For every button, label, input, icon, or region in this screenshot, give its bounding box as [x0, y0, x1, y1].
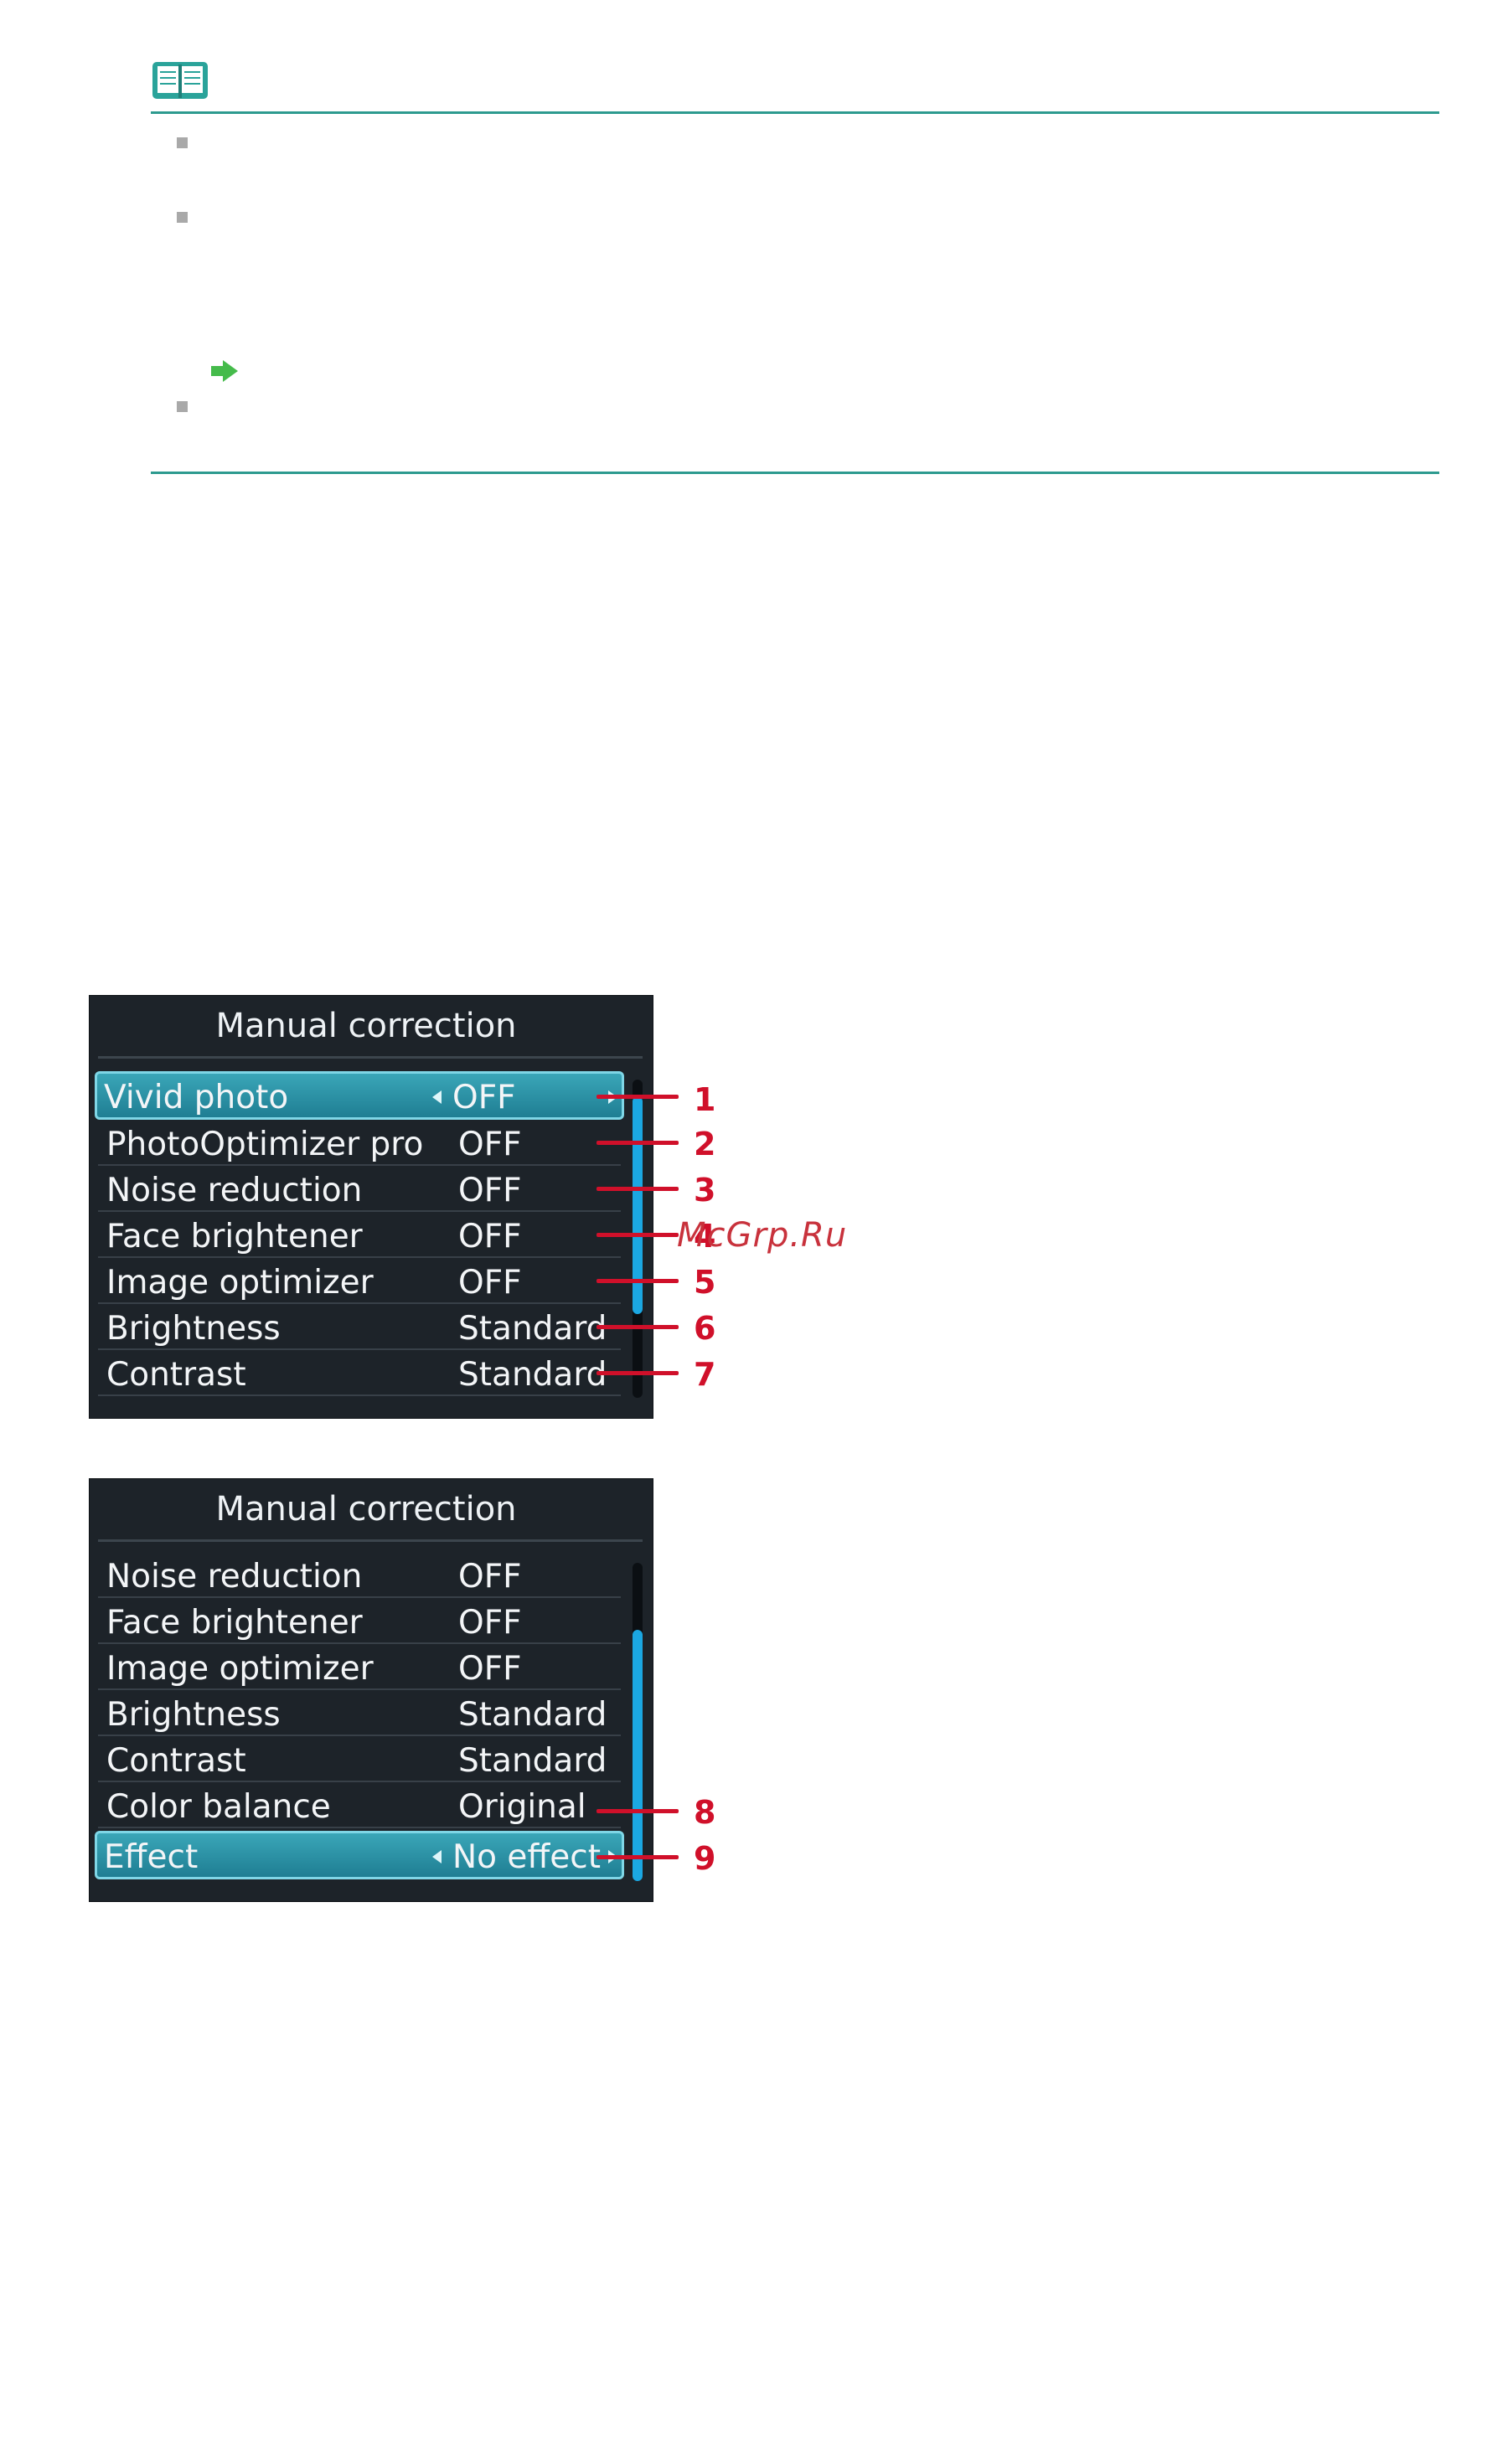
menu-row-color-balance[interactable]: Color balance Original	[98, 1785, 621, 1828]
menu-row-face-brightener[interactable]: Face brightener OFF	[98, 1214, 621, 1258]
screen-title: Manual correction	[215, 1007, 517, 1045]
menu-row-effect[interactable]: Effect No effect	[95, 1831, 624, 1879]
row-value: OFF	[458, 1650, 522, 1688]
note-bullet-2	[177, 212, 188, 223]
row-value: Standard	[458, 1696, 607, 1734]
row-label: Image optimizer	[106, 1264, 374, 1302]
note-top-rule	[151, 111, 1439, 114]
row-label: PhotoOptimizer pro	[106, 1126, 424, 1163]
callout-number-4: 4	[694, 1218, 716, 1255]
callout-number-6: 6	[694, 1310, 716, 1347]
menu-row-contrast[interactable]: Contrast Standard	[98, 1353, 621, 1396]
callout-number-9: 9	[694, 1840, 716, 1877]
green-arrow-icon[interactable]	[209, 358, 240, 384]
row-label: Image optimizer	[106, 1650, 374, 1688]
row-value: Original	[458, 1788, 586, 1826]
callout-line-2	[596, 1141, 679, 1145]
row-label: Color balance	[106, 1788, 331, 1826]
menu-row-contrast[interactable]: Contrast Standard	[98, 1739, 621, 1782]
arrow-left-icon[interactable]	[432, 1090, 442, 1104]
book-icon	[152, 62, 208, 99]
callout-number-1: 1	[694, 1081, 716, 1118]
arrow-left-icon[interactable]	[432, 1850, 442, 1863]
scrollbar[interactable]	[633, 1080, 643, 1398]
callout-number-8: 8	[694, 1794, 716, 1831]
callout-number-5: 5	[694, 1264, 716, 1301]
title-divider	[98, 1056, 643, 1059]
callout-line-1	[596, 1095, 679, 1099]
lcd-screen-2: Manual correction Noise reduction OFF Fa…	[89, 1478, 653, 1902]
menu-row-brightness[interactable]: Brightness Standard	[98, 1693, 621, 1736]
row-value: OFF	[458, 1604, 522, 1642]
callout-line-8	[596, 1809, 679, 1813]
menu-row-noise-reduction[interactable]: Noise reduction OFF	[98, 1554, 621, 1598]
row-label: Face brightener	[106, 1604, 363, 1642]
watermark-text: McGrp.Ru	[677, 1216, 848, 1255]
note-bottom-rule	[151, 472, 1439, 474]
callout-line-5	[596, 1279, 679, 1283]
row-label: Contrast	[106, 1356, 246, 1394]
menu-row-photooptimizer-pro[interactable]: PhotoOptimizer pro OFF	[98, 1122, 621, 1166]
menu-row-image-optimizer[interactable]: Image optimizer OFF	[98, 1260, 621, 1304]
callout-line-3	[596, 1187, 679, 1191]
callout-number-3: 3	[694, 1172, 716, 1209]
callout-number-7: 7	[694, 1356, 716, 1393]
callout-line-7	[596, 1371, 679, 1375]
row-value: OFF	[458, 1264, 522, 1302]
row-value: OFF	[458, 1218, 522, 1255]
menu-row-noise-reduction[interactable]: Noise reduction OFF	[98, 1168, 621, 1212]
lcd-screen-1: Manual correction Vivid photo OFF PhotoO…	[89, 995, 653, 1419]
row-value: OFF	[458, 1126, 522, 1163]
row-label: Effect	[104, 1838, 199, 1876]
callout-line-4	[596, 1233, 679, 1237]
row-value: Standard	[458, 1310, 607, 1348]
title-divider	[98, 1539, 643, 1542]
row-value: No effect	[452, 1838, 602, 1876]
scrollbar[interactable]	[633, 1563, 643, 1881]
row-value: OFF	[458, 1172, 522, 1209]
row-label: Contrast	[106, 1742, 246, 1780]
row-value: Standard	[458, 1356, 607, 1394]
row-label: Brightness	[106, 1310, 281, 1348]
callout-number-2: 2	[694, 1126, 716, 1162]
row-value: OFF	[458, 1558, 522, 1595]
row-label: Noise reduction	[106, 1172, 363, 1209]
row-label: Brightness	[106, 1696, 281, 1734]
callout-line-9	[596, 1855, 679, 1859]
note-bullet-1	[177, 137, 188, 148]
callout-line-6	[596, 1325, 679, 1329]
scrollbar-thumb[interactable]	[633, 1630, 643, 1881]
row-label: Vivid photo	[104, 1079, 289, 1116]
row-label: Noise reduction	[106, 1558, 363, 1595]
row-value: OFF	[452, 1079, 516, 1116]
scrollbar-thumb[interactable]	[633, 1096, 643, 1314]
menu-row-image-optimizer[interactable]: Image optimizer OFF	[98, 1647, 621, 1690]
menu-row-face-brightener[interactable]: Face brightener OFF	[98, 1601, 621, 1644]
menu-row-brightness[interactable]: Brightness Standard	[98, 1307, 621, 1350]
row-value: Standard	[458, 1742, 607, 1780]
menu-row-vivid-photo[interactable]: Vivid photo OFF	[95, 1071, 624, 1120]
screen-title: Manual correction	[215, 1490, 517, 1528]
row-label: Face brightener	[106, 1218, 363, 1255]
note-bullet-3	[177, 401, 188, 412]
